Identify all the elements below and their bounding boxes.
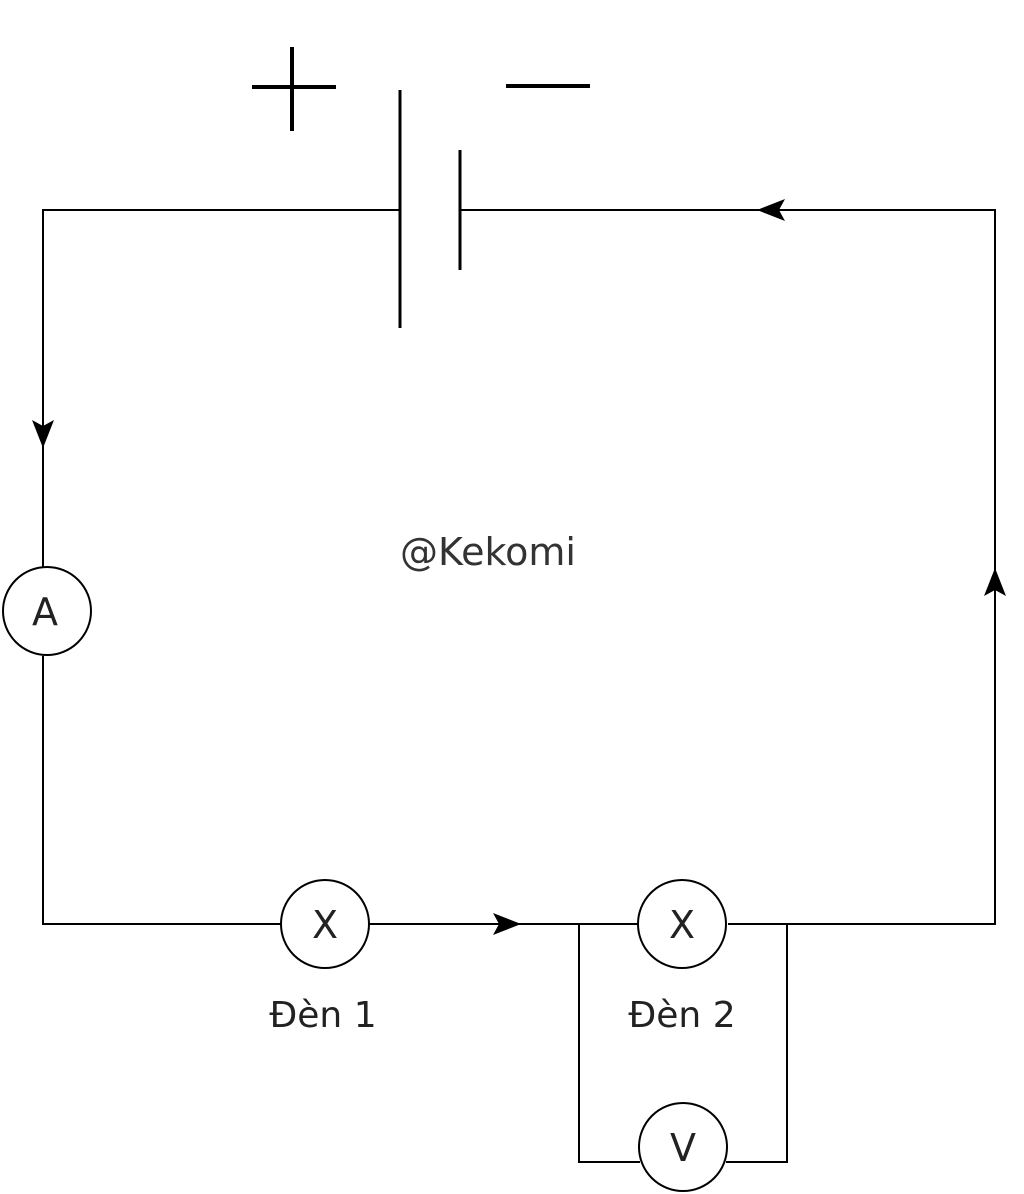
- wire-voltmeter-right: [726, 924, 788, 1163]
- ammeter: A: [2, 566, 92, 656]
- battery-positive-sign: [252, 47, 336, 131]
- voltmeter-circle: [638, 1102, 728, 1192]
- lamp-2-circle: [637, 879, 727, 969]
- lamp-1-symbol: X: [312, 903, 338, 947]
- current-arrow-right: [984, 568, 1006, 596]
- lamp-2-symbol: X: [669, 903, 695, 947]
- lamp-1-label: Đèn 1: [269, 995, 376, 1036]
- watermark-text: @Kekomi: [400, 530, 576, 574]
- wire-top-left: [42, 209, 400, 568]
- current-arrow-left: [32, 420, 54, 448]
- lamp-2-label: Đèn 2: [628, 995, 735, 1036]
- ammeter-symbol: A: [32, 590, 58, 634]
- voltmeter: V: [638, 1102, 728, 1192]
- ammeter-circle: [2, 566, 92, 656]
- wire-left-bottom: [42, 656, 281, 925]
- voltmeter-symbol: V: [670, 1126, 696, 1170]
- lamp-1: X Đèn 1: [269, 879, 377, 1036]
- lamp-1-circle: [280, 879, 370, 969]
- current-arrow-top: [757, 199, 785, 221]
- lamp-2: X Đèn 2: [628, 879, 736, 1036]
- wire-top-right: [460, 209, 996, 925]
- wire-voltmeter-left: [578, 924, 640, 1163]
- current-arrow-bottom: [493, 913, 521, 935]
